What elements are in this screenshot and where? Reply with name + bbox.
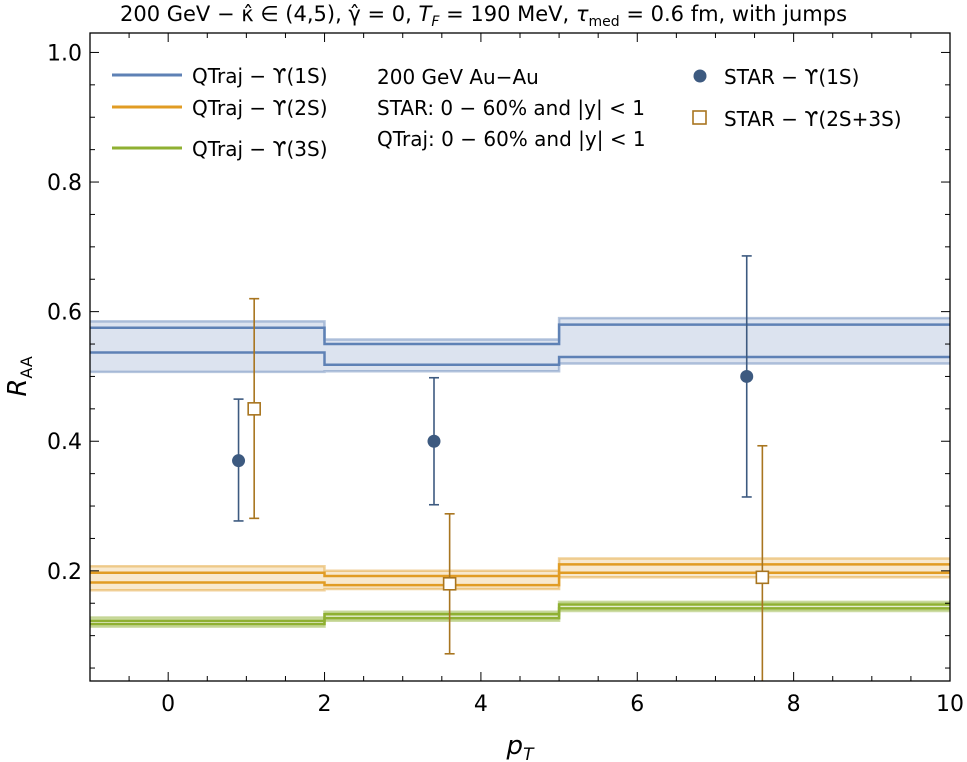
band-y2s-upper-inner [90, 563, 950, 578]
data-points [232, 255, 770, 681]
x-tick-label: 6 [630, 692, 644, 717]
star-1s-marker [740, 369, 754, 383]
band-y3s [90, 600, 950, 628]
star-1s-point [740, 255, 754, 498]
band-y3s-upper-outer [90, 600, 950, 619]
axis-labels: pT RAA [3, 356, 535, 762]
annotation-text: 200 GeV Au−Au [377, 65, 539, 89]
legend-marker-star-2s3s [692, 110, 707, 125]
y-tick-label: 0.4 [47, 430, 82, 455]
band-y3s-lower-outer [90, 609, 950, 628]
y-tick-label: 0.8 [47, 171, 82, 196]
x-axis-label: pT [506, 731, 536, 762]
y-axis-label: RAA [3, 356, 36, 396]
band-y1s [90, 316, 950, 374]
annotation-text: STAR: 0 − 60% and |y| < 1 [377, 96, 645, 120]
star-2s3s-marker [442, 576, 457, 591]
band-y3s-lower-inner [90, 607, 950, 626]
star-1s-point [232, 398, 246, 522]
legend-label-y1s: QTraj − ϒ(1S) [192, 64, 328, 88]
band-y2s-upper-outer [90, 557, 950, 573]
legend-marker-star-1s [693, 69, 707, 83]
star-2s3s-point [247, 297, 261, 520]
legend: QTraj − ϒ(1S) QTraj − ϒ(2S) QTraj − ϒ(3S) S… [112, 64, 902, 161]
axis-ticks: 0 2 4 6 8 10 0.2 0.4 0.6 0.8 1.0 [47, 33, 964, 717]
band-y1s-upper-outer [90, 316, 950, 341]
x-tick-label: 2 [318, 692, 332, 717]
star-2s3s-point [755, 444, 770, 681]
x-tick-label: 10 [936, 692, 964, 717]
x-tick-label: 0 [161, 692, 175, 717]
star-1s-marker [427, 434, 441, 448]
band-y2s-lower-outer [90, 576, 950, 592]
y-tick-label: 0.2 [47, 560, 82, 585]
model-bands [90, 316, 950, 628]
star-2s3s-point [442, 513, 457, 655]
y-tick-label: 0.6 [47, 301, 82, 326]
band-y2s [90, 557, 950, 592]
star-2s3s-marker [755, 570, 770, 585]
x-tick-label: 8 [787, 692, 801, 717]
y-tick-label: 1.0 [47, 41, 82, 66]
annotation-text: QTraj: 0 − 60% and |y| < 1 [377, 127, 646, 151]
band-y1s-lower-outer [90, 362, 950, 374]
legend-label-star-1s: STAR − ϒ(1S) [724, 65, 859, 89]
star-1s-marker [232, 454, 246, 468]
band-y1s-lower-inner [90, 351, 950, 367]
star-2s3s-marker [247, 402, 261, 416]
x-tick-label: 4 [474, 692, 488, 717]
band-y3s-upper-inner [90, 603, 950, 622]
band-y2s-lower-inner [90, 571, 950, 587]
star-1s-point [427, 376, 441, 506]
chart-title: 200 GeV − κ̂ ∈ (4,5), γ̂ = 0, TF = 190 M… [119, 2, 848, 31]
band-y1s-upper-inner [90, 323, 950, 346]
legend-label-y2s: QTraj − ϒ(2S) [192, 96, 328, 120]
legend-label-star-2s3s: STAR − ϒ(2S+3S) [724, 107, 902, 131]
legend-label-y3s: QTraj − ϒ(3S) [192, 137, 328, 161]
